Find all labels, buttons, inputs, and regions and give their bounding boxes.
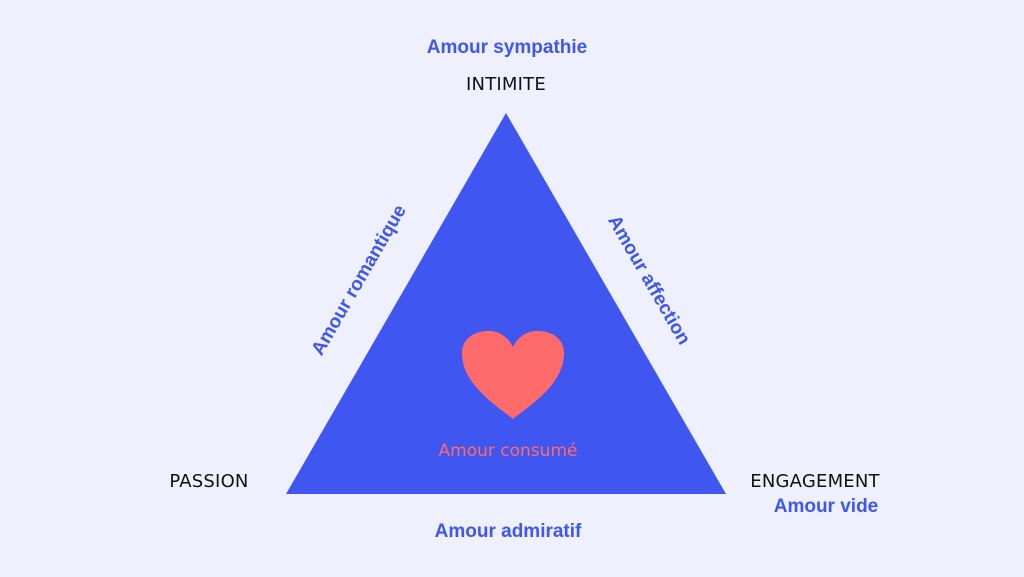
vertex-right-label: ENGAGEMENT: [750, 471, 880, 492]
love-type-top-label: Amour sympathie: [427, 37, 587, 58]
heart-icon: [461, 330, 565, 419]
vertex-left-label: PASSION: [169, 471, 248, 492]
love-triangle: [286, 113, 726, 494]
vertex-top-label: INTIMITE: [466, 74, 546, 95]
love-type-right-label: Amour vide: [774, 496, 879, 517]
love-type-bottom-label: Amour admiratif: [435, 521, 582, 542]
love-type-center-label: Amour consumé: [439, 441, 578, 461]
